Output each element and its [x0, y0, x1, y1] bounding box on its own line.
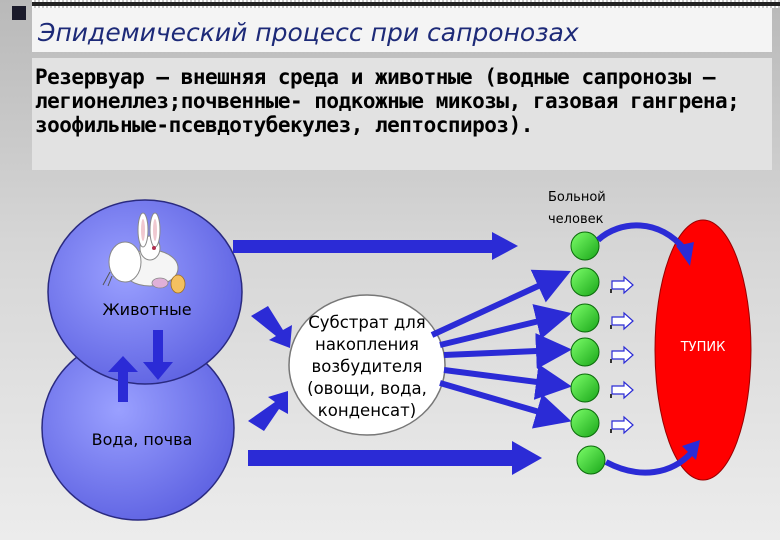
human-circle-4 [570, 337, 600, 367]
water-soil-label: Вода, почва [91, 430, 193, 449]
fan-arrow-1 [430, 269, 571, 338]
fan-arrow-4 [443, 364, 572, 400]
arrow-animals-to-substrate [251, 306, 292, 348]
small-arrow-4 [611, 380, 634, 400]
curved-arrow-top [595, 222, 694, 266]
arrow-water-to-substrate [248, 391, 288, 431]
rabbit-icon [102, 212, 186, 294]
substrate-label: Субстрат для накопления возбудителя (ово… [307, 313, 427, 420]
small-arrow-2 [611, 311, 634, 331]
human-circle-5 [570, 373, 600, 403]
small-arrow-shadows [610, 289, 612, 433]
substrate-to-humans-arrows [430, 269, 572, 429]
human-circle-6 [570, 408, 600, 438]
substrate-ellipse [288, 294, 446, 436]
arrow-animals-to-human [233, 232, 518, 260]
corner-square-decoration [12, 6, 26, 20]
fan-arrow-3 [443, 333, 572, 370]
top-rule [32, 2, 780, 6]
human-circle-1 [570, 231, 600, 261]
fan-arrow-2 [439, 304, 572, 348]
fan-arrow-5 [439, 380, 572, 429]
arrow-animals-to-water [143, 330, 173, 380]
human-circle-7 [576, 445, 606, 475]
dead-end-label: ТУПИК [680, 340, 726, 355]
small-arrow-5 [611, 415, 634, 435]
small-arrow-1 [611, 275, 634, 295]
sick-person-label: Больной человек [548, 190, 606, 227]
dead-end-ellipse [654, 219, 752, 481]
small-outline-arrows [611, 275, 634, 435]
arrow-water-to-animals [108, 356, 138, 402]
page-title: Эпидемический процесс при сапронозах [38, 18, 579, 47]
animals-ellipse [47, 199, 243, 385]
subtitle-band [32, 58, 772, 170]
small-arrow-3 [611, 345, 634, 365]
sick-human-circles [570, 231, 606, 475]
human-circle-2 [570, 267, 600, 297]
arrow-water-to-human [248, 441, 542, 475]
human-circle-3 [570, 303, 600, 333]
subtitle-text: Резервуар – внешняя среда и животные (во… [35, 65, 740, 137]
animals-label: Животные [102, 300, 192, 319]
curved-arrow-bottom [604, 440, 700, 476]
title-band [32, 8, 772, 52]
